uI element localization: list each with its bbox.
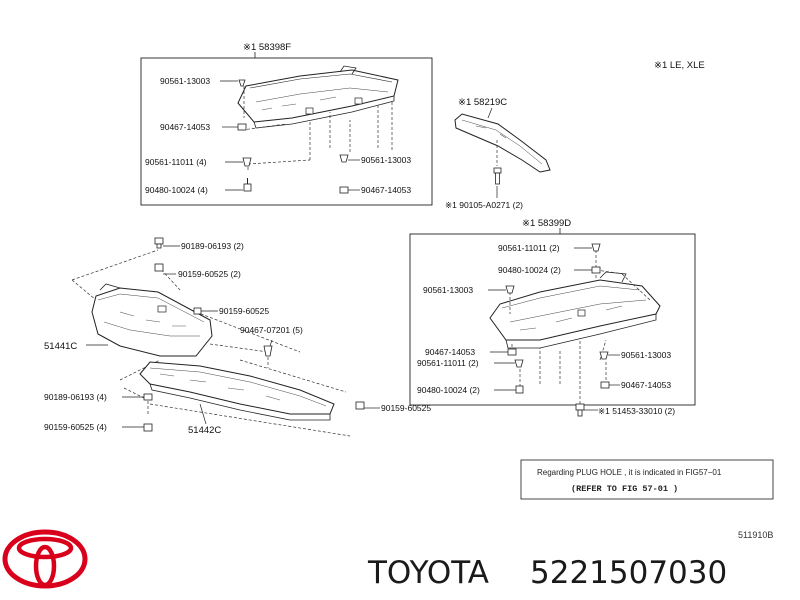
fastener-bolt-icon — [575, 403, 585, 417]
fastener-bolt-icon — [515, 385, 524, 394]
label-90467-14053-r2: 90467-14053 — [621, 380, 671, 390]
group-mid-part-number: ※1 58219C — [458, 97, 507, 108]
fastener-clip-icon — [339, 154, 349, 163]
reference-note-line2: (REFER TO FIG 57-01 ) — [571, 484, 678, 494]
fastener-bolt-icon — [193, 307, 202, 315]
fastener-nut-icon — [339, 186, 349, 194]
reference-note: Regarding PLUG HOLE , it is indicated in… — [520, 459, 774, 500]
fastener-bolt-icon — [154, 237, 164, 249]
group-mid: ※1 58219C ※1 90105-A0271 (2) — [445, 97, 551, 210]
engine-undercover-51441c — [91, 283, 213, 357]
label-90467-14053-r: 90467-14053 — [425, 347, 475, 357]
group-top-frame — [140, 57, 433, 206]
group-left: 90189-06193 (2) 90159-60525 (2) 90159-60… — [44, 237, 431, 437]
label-90467-14053-b: 90467-14053 — [361, 185, 411, 195]
label-90480-10024: 90480-10024 (4) — [145, 185, 208, 195]
fastener-bolt-icon — [493, 167, 502, 185]
group-right-part-number: ※1 58399D — [522, 218, 571, 229]
legend-note: ※1 LE, XLE — [654, 60, 705, 71]
label-90467-07201: 90467-07201 (5) — [240, 325, 303, 335]
toyota-logo-icon — [2, 529, 88, 589]
fastener-bolt-icon — [154, 263, 164, 272]
group-top: ※1 58398F — [140, 42, 433, 206]
label-90159-60525-d: 90159-60525 — [381, 403, 431, 413]
label-90105-a0271: ※1 90105-A0271 (2) — [445, 200, 523, 210]
label-90467-14053: 90467-14053 — [160, 122, 210, 132]
label-90189-06193: 90189-06193 (2) — [181, 241, 244, 251]
undercover-panel-58398f — [237, 65, 399, 129]
label-90159-60525: 90159-60525 (2) — [178, 269, 241, 279]
group-right-frame — [409, 233, 696, 406]
brand-part-number: 5221507030 — [530, 555, 727, 591]
label-90159-60525-b: 90159-60525 — [219, 306, 269, 316]
fastener-clip-icon — [238, 79, 246, 87]
fastener-clip-icon — [591, 243, 601, 252]
label-90561-13003-r2: 90561-13003 — [621, 350, 671, 360]
label-90561-13003-b: 90561-13003 — [361, 155, 411, 165]
fastener-clip-icon — [514, 359, 524, 368]
fastener-clip-icon — [505, 285, 515, 294]
diagram-code: 511910B — [738, 530, 773, 540]
label-90189-06193-b: 90189-06193 (4) — [44, 392, 107, 402]
fastener-bolt-icon — [355, 401, 365, 410]
label-90561-11011-r: 90561-11011 (2) — [498, 243, 560, 253]
label-51441c: 51441C — [44, 341, 77, 352]
fastener-nut-icon — [600, 381, 610, 389]
label-51442c: 51442C — [188, 425, 221, 436]
brand-name: TOYOTA — [367, 555, 489, 591]
engine-undercover-51442c — [139, 361, 335, 421]
label-90480-10024-r2: 90480-10024 (2) — [417, 385, 480, 395]
fastener-clip-icon — [242, 157, 252, 167]
label-51453-33010: ※1 51453-33010 (2) — [598, 406, 675, 416]
fastener-clip-icon — [599, 351, 609, 360]
label-90561-13003: 90561-13003 — [160, 76, 210, 86]
fastener-nut-icon — [507, 348, 517, 356]
fastener-bolt-icon — [143, 393, 153, 401]
group-right: ※1 58399D — [409, 218, 696, 417]
fastener-clip-icon — [263, 345, 273, 357]
label-90159-60525-c: 90159-60525 (4) — [44, 422, 107, 432]
fastener-bolt-icon — [143, 423, 153, 432]
group-top-part-number: ※1 58398F — [243, 42, 291, 53]
fastener-bolt-icon — [243, 178, 252, 192]
fastener-nut-icon — [591, 266, 601, 274]
reference-note-line1: Regarding PLUG HOLE , it is indicated in… — [537, 468, 722, 477]
label-90480-10024-r: 90480-10024 (2) — [498, 265, 561, 275]
fastener-nut-icon — [237, 123, 247, 131]
side-cover-58219c — [454, 113, 551, 173]
label-90561-11011-r2: 90561-11011 (2) — [417, 358, 479, 368]
label-90561-11011: 90561-11011 (4) — [145, 157, 207, 167]
undercover-panel-58399d — [489, 271, 661, 349]
label-90561-13003-r: 90561-13003 — [423, 285, 473, 295]
